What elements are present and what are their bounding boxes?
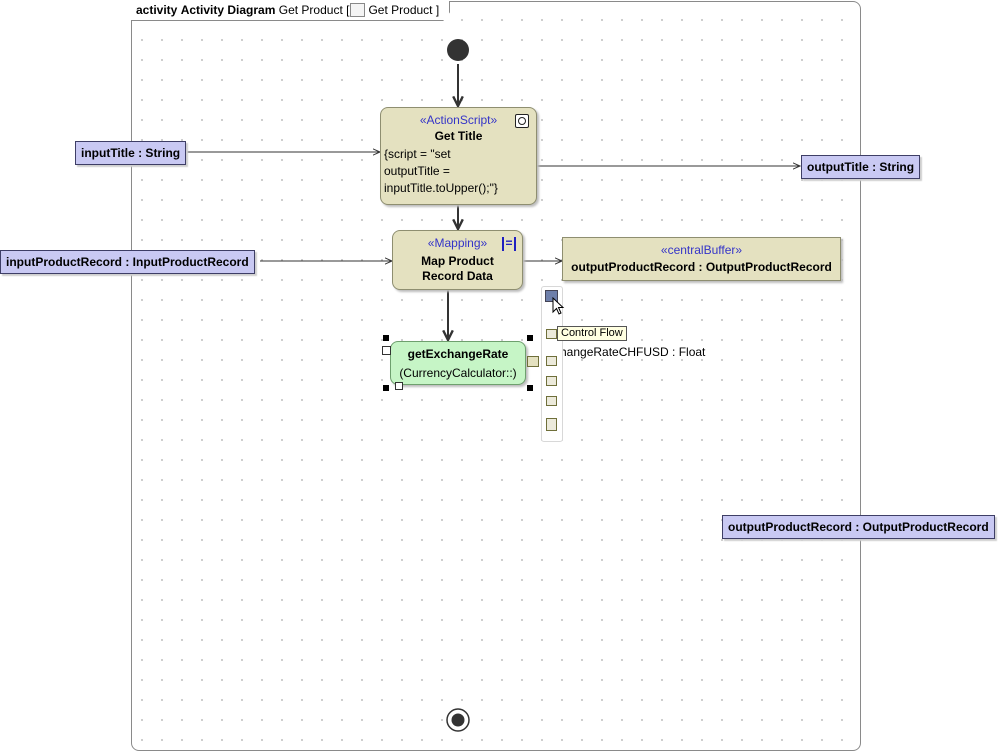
mouse-cursor-icon [552, 297, 565, 315]
map-name-line: Map Product [421, 254, 494, 268]
frame-diagram-type: Activity Diagram [180, 3, 276, 17]
script-line: {script = "set [384, 147, 451, 161]
pin-output-title[interactable]: outputTitle : String [801, 155, 921, 179]
script-line: outputTitle = [384, 164, 450, 178]
frame-keyword: activity [136, 3, 178, 17]
expand-handle-icon[interactable] [382, 346, 391, 355]
central-buffer-stereotype: «centralBuffer» [660, 243, 743, 257]
decision-flow-icon[interactable] [546, 356, 557, 366]
exchange-rate-owner: (CurrencyCalculator::) [399, 366, 517, 380]
exchange-rate-name: getExchangeRate [407, 347, 509, 361]
output-pin[interactable] [527, 356, 539, 367]
central-buffer-output-product-record[interactable]: «centralBuffer» outputProductRecord : Ou… [562, 237, 841, 281]
pin-input-title[interactable]: inputTitle : String [75, 141, 187, 165]
get-title-stereotype: «ActionScript» [419, 113, 498, 127]
selection-handle[interactable] [383, 335, 389, 341]
selection-handle[interactable] [527, 385, 533, 391]
map-stereotype: «Mapping» [427, 236, 488, 250]
selection-handle[interactable] [527, 335, 533, 341]
merge-flow-icon[interactable] [546, 396, 557, 406]
mapping-icon: = [502, 237, 516, 251]
initial-node[interactable] [447, 39, 469, 61]
map-name-line: Record Data [422, 269, 493, 283]
fork-flow-icon[interactable] [546, 376, 557, 386]
tooltip-control-flow: Control Flow [557, 326, 627, 341]
frame-bracket-open: [ [346, 3, 350, 17]
frame-header: activity Activity Diagram Get Product [G… [131, 1, 450, 21]
exchange-rate-pin-label: hangeRateCHFUSD : Float [560, 345, 706, 359]
activity-icon [350, 3, 365, 17]
selection-handle[interactable] [383, 385, 389, 391]
action-get-exchange-rate[interactable]: getExchangeRate (CurrencyCalculator::) [390, 341, 526, 385]
object-flow-icon[interactable] [546, 329, 557, 339]
smart-manipulator-toolbar [541, 286, 563, 442]
frame-bracket-close: ] [435, 3, 440, 17]
script-line: inputTitle.toUpper();"} [384, 181, 498, 195]
frame-diagram-name: Get Product [278, 3, 343, 17]
action-get-title[interactable]: «ActionScript» Get Title {script = "set … [380, 107, 537, 205]
get-title-name: Get Title [434, 129, 483, 143]
pin-output-product-record[interactable]: outputProductRecord : OutputProductRecor… [722, 515, 995, 539]
pin-input-product-record[interactable]: inputProductRecord : InputProductRecord [0, 250, 255, 274]
action-map-product-record[interactable]: «Mapping» Map Product Record Data = [392, 230, 523, 290]
central-buffer-name: outputProductRecord : OutputProductRecor… [571, 260, 832, 274]
more-options-icon[interactable] [546, 418, 557, 431]
gear-icon [515, 114, 529, 128]
resize-handle-icon[interactable] [395, 382, 403, 390]
frame-context-name: Get Product [368, 3, 433, 17]
get-title-script: {script = "set outputTitle = inputTitle.… [381, 146, 536, 197]
activity-final-node-inner [451, 713, 465, 727]
